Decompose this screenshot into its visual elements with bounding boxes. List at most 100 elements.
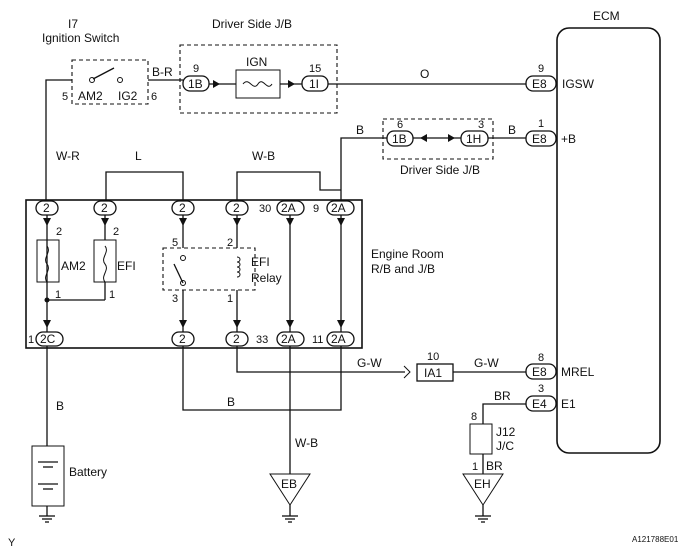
svg-text:30: 30 bbox=[259, 203, 271, 215]
am2-fuse-label: AM2 bbox=[61, 259, 86, 273]
efi-pin-top: 2 bbox=[113, 226, 119, 238]
ignition-pin-5: 5 bbox=[62, 91, 68, 103]
svg-text:2A: 2A bbox=[281, 332, 296, 346]
svg-text:E8: E8 bbox=[532, 132, 547, 146]
ground-eh-icon bbox=[475, 515, 491, 523]
ground-eh-triangle bbox=[462, 473, 504, 506]
ground-eb-label: EB bbox=[281, 477, 297, 491]
engine-room-label-2: R/B and J/B bbox=[371, 262, 435, 276]
wire-label-l: L bbox=[135, 149, 142, 163]
battery-ground-icon bbox=[39, 515, 55, 523]
driver-jb-top-pin-9: 9 bbox=[193, 63, 199, 75]
am2-pin-top: 2 bbox=[56, 226, 62, 238]
engine-room-bottom-connectors: 2C 2 2 2A 2A 1 33 11 bbox=[28, 331, 355, 347]
engine-room-arrows bbox=[43, 218, 345, 328]
svg-text:E4: E4 bbox=[532, 397, 547, 411]
driver-jb-mid-title: Driver Side J/B bbox=[400, 163, 480, 177]
ecm-title: ECM bbox=[593, 9, 620, 23]
efi-fuse-label: EFI bbox=[117, 259, 136, 273]
ignition-contact-left bbox=[89, 77, 95, 83]
ignition-ig2-label: IG2 bbox=[118, 89, 138, 103]
svg-text:9: 9 bbox=[538, 63, 544, 75]
svg-text:8: 8 bbox=[538, 352, 544, 364]
ign-fuse-label: IGN bbox=[246, 55, 267, 69]
svg-text:2: 2 bbox=[179, 332, 186, 346]
j12-label-2: J/C bbox=[496, 439, 514, 453]
j12-label-1: J12 bbox=[496, 425, 516, 439]
ground-eb-triangle bbox=[269, 473, 311, 506]
svg-text:2C: 2C bbox=[40, 332, 56, 346]
j12-pin-bottom: 1 bbox=[472, 461, 478, 473]
j12-box bbox=[469, 423, 493, 455]
driver-jb-top-conn-1i-label: 1I bbox=[309, 77, 319, 91]
svg-text:2: 2 bbox=[179, 201, 186, 215]
wire-label-b-bottom: B bbox=[227, 395, 235, 409]
ignition-blade bbox=[92, 67, 115, 80]
ignition-am2-label: AM2 bbox=[78, 89, 103, 103]
ia1-pin: 10 bbox=[427, 351, 439, 363]
wire-label-br-top: BR bbox=[494, 389, 511, 403]
ignition-contact-right bbox=[117, 77, 123, 83]
driver-jb-top-conn-1b-label: 1B bbox=[188, 77, 203, 91]
efi-relay-pin-1: 1 bbox=[227, 293, 233, 305]
svg-text:33: 33 bbox=[256, 334, 268, 346]
efi-relay-switch bbox=[173, 263, 184, 284]
efi-relay-pin-2: 2 bbox=[227, 237, 233, 249]
ground-eb-icon bbox=[282, 515, 298, 523]
wire-label-gw-1: G-W bbox=[357, 356, 382, 370]
ia1-label: IA1 bbox=[424, 366, 442, 380]
ignition-name: Ignition Switch bbox=[42, 31, 119, 45]
ignition-switch-box bbox=[71, 59, 149, 105]
efi-relay-label-2: Relay bbox=[251, 271, 282, 285]
svg-text:E1: E1 bbox=[561, 397, 576, 411]
battery-label: Battery bbox=[69, 465, 107, 479]
wire-label-b-2: B bbox=[508, 123, 516, 137]
wire-label-wb: W-B bbox=[252, 149, 275, 163]
driver-jb-mid-box bbox=[382, 118, 494, 160]
ignition-ref: I7 bbox=[68, 17, 78, 31]
wire-label-b-battery: B bbox=[56, 399, 64, 413]
efi-relay-pin-5: 5 bbox=[172, 237, 178, 249]
driver-jb-top-box bbox=[179, 44, 338, 114]
svg-text:E8: E8 bbox=[532, 77, 547, 91]
j12-pin-top: 8 bbox=[471, 411, 477, 423]
svg-text:11: 11 bbox=[312, 334, 323, 346]
am2-fuse-icon bbox=[45, 245, 49, 283]
svg-text:2: 2 bbox=[233, 201, 240, 215]
footer-left-mark: Y bbox=[8, 537, 16, 549]
ecm-box bbox=[556, 27, 661, 454]
svg-text:2: 2 bbox=[101, 201, 108, 215]
driver-jb-mid-pin-6: 6 bbox=[397, 119, 403, 131]
efi-relay-pin-3: 3 bbox=[172, 293, 178, 305]
svg-text:2: 2 bbox=[43, 201, 50, 215]
driver-jb-mid-conn-1b-label: 1B bbox=[392, 132, 407, 146]
svg-text:E8: E8 bbox=[532, 365, 547, 379]
svg-text:2: 2 bbox=[233, 332, 240, 346]
engine-room-top-connectors: 2 2 2 2 2A 2A 30 9 bbox=[35, 200, 355, 216]
efi-relay-coil-icon bbox=[236, 256, 241, 278]
am2-pin-bottom: 1 bbox=[55, 289, 61, 301]
svg-text:+B: +B bbox=[561, 132, 576, 146]
svg-text:2A: 2A bbox=[281, 201, 296, 215]
engine-room-box bbox=[25, 199, 363, 349]
ign-fuse-icon bbox=[242, 81, 273, 87]
driver-jb-top-pin-15: 15 bbox=[309, 63, 321, 75]
wire-label-o: O bbox=[420, 67, 429, 81]
driver-jb-mid-pin-3: 3 bbox=[478, 119, 484, 131]
driver-jb-mid-conn-1h-label: 1H bbox=[466, 132, 481, 146]
svg-text:9: 9 bbox=[313, 203, 319, 215]
svg-text:2A: 2A bbox=[331, 201, 346, 215]
svg-text:3: 3 bbox=[538, 383, 544, 395]
driver-jb-top-title: Driver Side J/B bbox=[212, 17, 292, 31]
efi-relay-box bbox=[162, 247, 256, 291]
efi-fuse-icon bbox=[103, 245, 107, 283]
svg-text:1: 1 bbox=[28, 334, 34, 346]
ecm-pin-mrel: E8 8 MREL bbox=[525, 352, 595, 380]
battery-box bbox=[31, 445, 65, 507]
ecm-pin-plus-b: E8 1 +B bbox=[525, 118, 576, 147]
efi-relay-label-1: EFI bbox=[251, 255, 270, 269]
svg-text:2A: 2A bbox=[331, 332, 346, 346]
efi-pin-bottom: 1 bbox=[109, 289, 115, 301]
ignition-pin-6: 6 bbox=[151, 91, 157, 103]
